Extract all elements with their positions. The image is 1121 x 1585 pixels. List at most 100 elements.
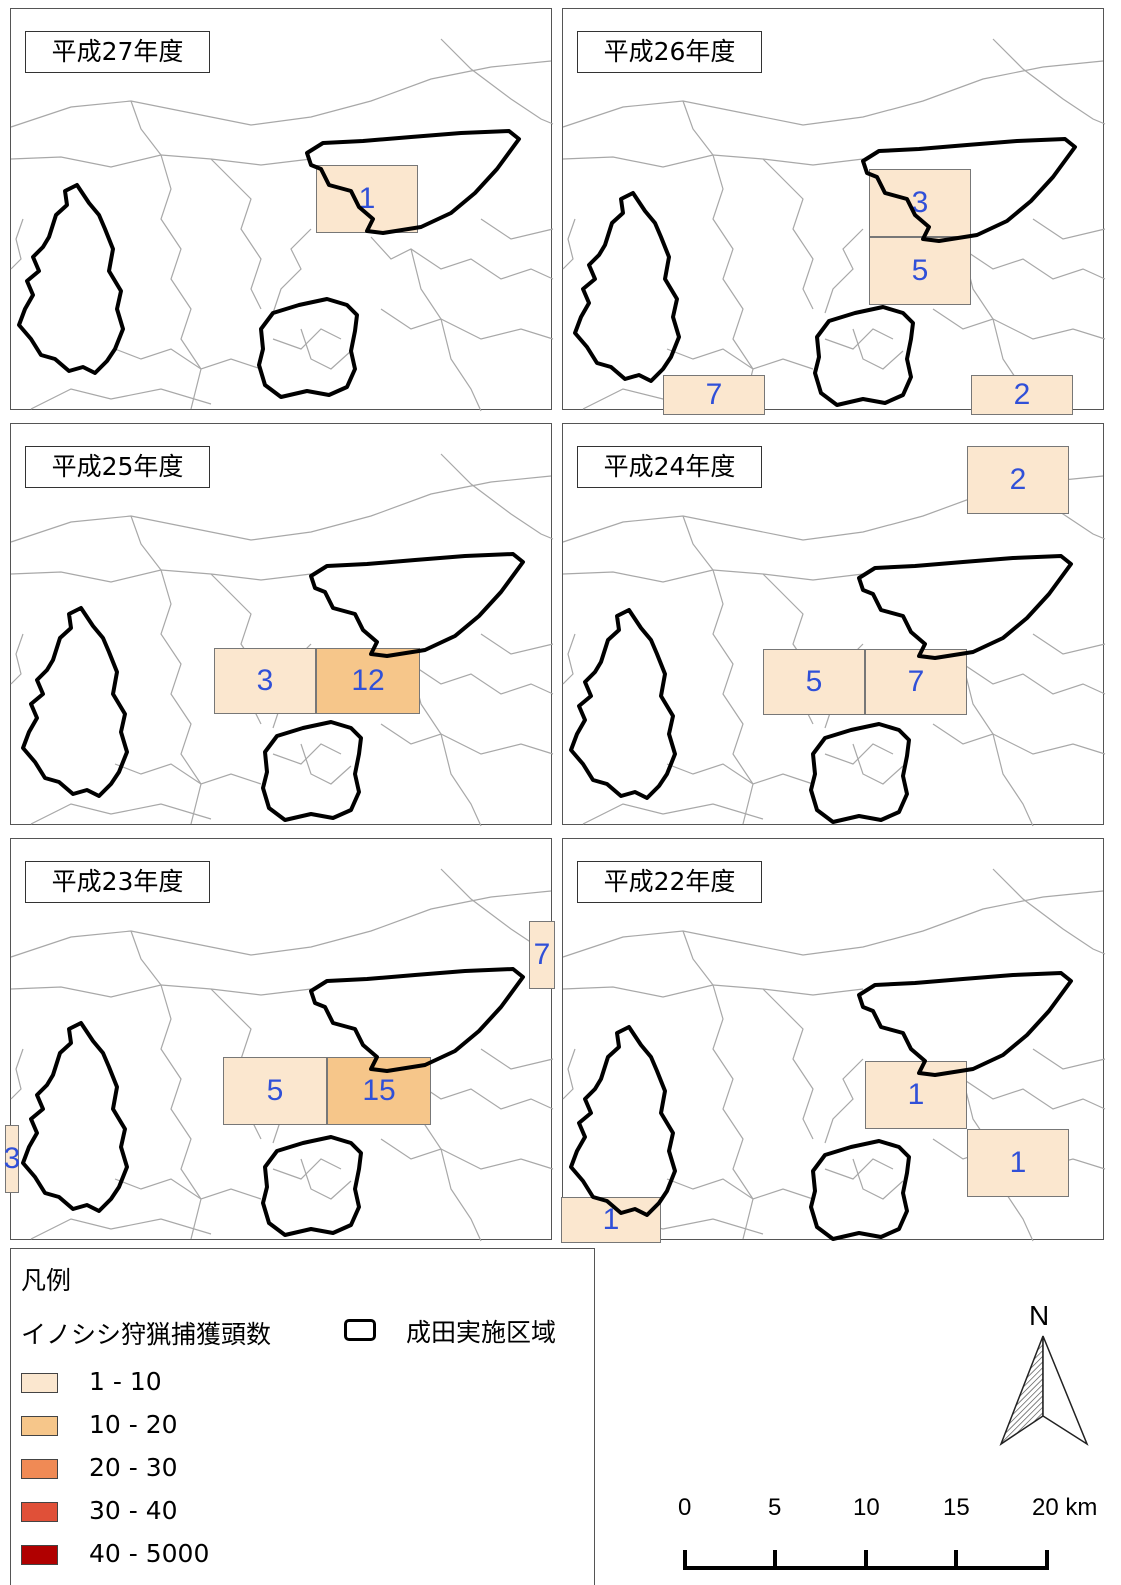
municipal-boundary (440, 38, 554, 125)
municipal-boundary (824, 1058, 864, 1144)
panel-year-title: 平成24年度 (577, 446, 762, 488)
catch-grid-cell: 3 (4, 1125, 20, 1193)
municipal-boundary (682, 515, 754, 825)
panel-year-title: 平成26年度 (577, 31, 762, 73)
catch-grid-cell: 12 (316, 648, 420, 714)
panel-year-title: 平成23年度 (25, 861, 210, 903)
scale-tick-label: 10 (853, 1494, 880, 1521)
legend-swatch-2 (21, 1416, 58, 1436)
map-legend: 凡例 イノシシ狩猟捕獲頭数 成田実施区域 1 - 10 10 - 20 20 -… (10, 1248, 595, 1585)
north-arrow-icon (999, 1335, 1089, 1446)
catch-grid-cell: 5 (869, 237, 971, 305)
legend-class-label: 10 - 20 (89, 1410, 178, 1439)
municipal-boundary (272, 228, 312, 314)
municipal-boundary (932, 723, 1106, 755)
catch-grid-cell: 7 (663, 375, 765, 415)
municipal-boundary (682, 100, 754, 410)
panel-year-title: 平成27年度 (25, 31, 210, 73)
municipal-boundary (562, 60, 1104, 128)
municipal-boundary (10, 633, 24, 685)
legend-class-label: 40 - 5000 (89, 1539, 210, 1568)
municipal-boundary (300, 743, 352, 785)
legend-swatch-1 (21, 1373, 58, 1393)
scale-bar: 0 5 10 15 20 km (660, 1490, 1120, 1580)
municipal-boundary (380, 308, 554, 340)
municipal-boundary (380, 1138, 554, 1170)
scale-tick-label: 15 (943, 1494, 970, 1521)
municipal-boundary (440, 453, 554, 540)
municipal-boundary (10, 218, 24, 270)
municipal-boundary (114, 763, 262, 785)
catch-grid-cell: 5 (223, 1057, 327, 1125)
catch-grid-cell: 2 (967, 446, 1069, 514)
scale-bar-line (683, 1550, 1049, 1570)
municipal-boundary (762, 988, 814, 1140)
municipal-boundary (480, 633, 554, 655)
municipal-boundary (562, 1048, 576, 1100)
municipal-boundary (682, 930, 754, 1240)
municipal-boundary (824, 228, 864, 314)
municipal-boundary (10, 890, 552, 958)
scale-tick-label: 0 (678, 1494, 692, 1521)
panel-year-title: 平成25年度 (25, 446, 210, 488)
north-arrow: N (995, 1300, 1095, 1450)
municipal-boundary (480, 1048, 554, 1070)
panel-year-title: 平成22年度 (577, 861, 762, 903)
municipal-boundary (410, 248, 482, 412)
municipal-boundary (562, 890, 1104, 958)
municipal-boundary (666, 348, 814, 370)
municipal-boundary (1032, 633, 1106, 655)
catch-grid-cell: 1 (561, 1197, 661, 1243)
municipal-boundary (480, 218, 554, 240)
municipal-boundary (10, 60, 552, 128)
scale-tick-label: 20 km (1032, 1494, 1098, 1521)
legend-class-label: 20 - 30 (89, 1453, 178, 1482)
municipal-boundary (30, 1218, 212, 1240)
municipal-boundary (114, 348, 262, 370)
legend-class-label: 30 - 40 (89, 1496, 178, 1525)
legend-swatch-5 (21, 1545, 58, 1565)
catch-grid-cell: 1 (316, 165, 418, 233)
municipal-boundary (666, 763, 814, 785)
municipal-boundary (10, 1048, 24, 1100)
catch-grid-cell: 2 (971, 375, 1073, 415)
municipal-boundary (114, 1178, 262, 1200)
municipal-boundary (30, 388, 212, 410)
catch-grid-cell: 3 (869, 169, 971, 237)
catch-grid-cell: 7 (865, 649, 967, 715)
municipal-boundary (300, 1158, 352, 1200)
municipal-boundary (130, 930, 202, 1240)
catch-grid-cell: 1 (967, 1129, 1069, 1197)
municipal-boundary (380, 723, 554, 755)
municipal-boundary (370, 236, 554, 280)
municipal-boundary (1032, 218, 1106, 240)
basemap (562, 38, 1106, 412)
legend-swatch-3 (21, 1459, 58, 1479)
municipal-boundary (852, 743, 904, 785)
municipal-boundary (932, 308, 1106, 340)
municipal-boundary (582, 803, 764, 825)
catch-grid-cell: 5 (763, 649, 865, 715)
legend-subtitle: イノシシ狩猟捕獲頭数 (21, 1320, 272, 1349)
municipal-boundary (666, 1178, 814, 1200)
municipal-boundary (130, 100, 202, 410)
municipal-boundary (1032, 1048, 1106, 1070)
municipal-boundary (852, 1158, 904, 1200)
municipal-boundary (562, 218, 576, 270)
legend-class-label: 1 - 10 (89, 1367, 162, 1396)
municipal-boundary (410, 663, 482, 827)
catch-grid-cell: 15 (327, 1057, 431, 1125)
municipal-boundary (10, 475, 552, 543)
catch-grid-cell: 1 (865, 1061, 967, 1129)
north-label: N (1029, 1300, 1050, 1331)
municipal-boundary (992, 38, 1106, 125)
municipal-boundary (130, 515, 202, 825)
region-label: 成田実施区域 (406, 1318, 557, 1347)
municipal-boundary (30, 803, 212, 825)
region-outline-swatch (344, 1319, 376, 1341)
municipal-boundary (300, 328, 352, 370)
